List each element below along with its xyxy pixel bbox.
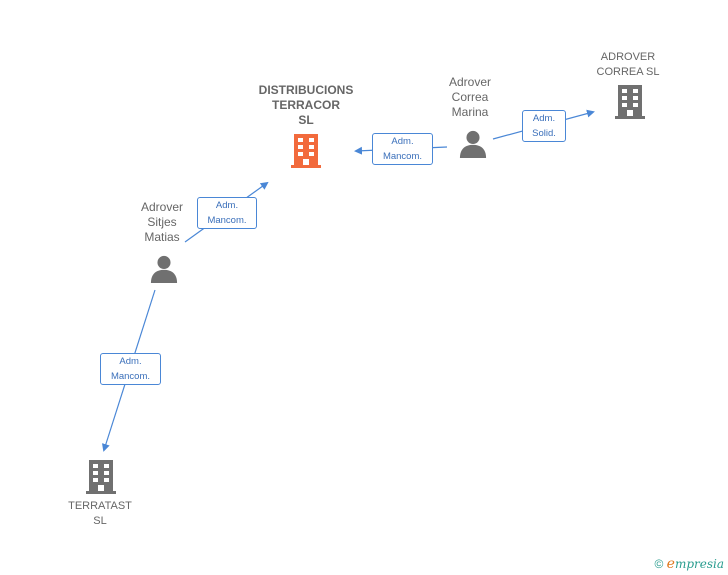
person-icon bbox=[150, 255, 178, 283]
company-label-terratast[interactable]: TERRATAST SL bbox=[68, 500, 132, 527]
empresia-logo-text: mpresia bbox=[674, 557, 724, 571]
company-label-distribuciones[interactable]: DISTRIBUCIONS TERRACOR SL bbox=[258, 83, 354, 127]
edge-label-sitjes-to-distribuciones: Adm. Mancom. bbox=[197, 197, 257, 229]
copyright-symbol: © bbox=[654, 557, 664, 571]
empresia-logo-initial: e bbox=[666, 556, 675, 572]
person-label-adrover-correa-marina[interactable]: Adrover Correa Marina bbox=[448, 75, 492, 119]
company-label-adrover-correa-sl[interactable]: ADROVER CORREA SL bbox=[596, 51, 660, 78]
building-icon bbox=[291, 134, 321, 168]
person-icon bbox=[459, 130, 487, 158]
building-icon bbox=[86, 460, 116, 494]
edge-label-marina-to-correa-sl: Adm. Solid. bbox=[522, 110, 566, 142]
building-icon bbox=[615, 85, 645, 119]
edge-label-sitjes-to-terratast: Adm. Mancom. bbox=[100, 353, 161, 385]
edge-label-marina-to-distribuciones: Adm. Mancom. bbox=[372, 133, 433, 165]
empresia-watermark: © empresia bbox=[654, 556, 724, 572]
person-label-adrover-sitjes[interactable]: Adrover Sitjes Matias bbox=[140, 200, 184, 244]
